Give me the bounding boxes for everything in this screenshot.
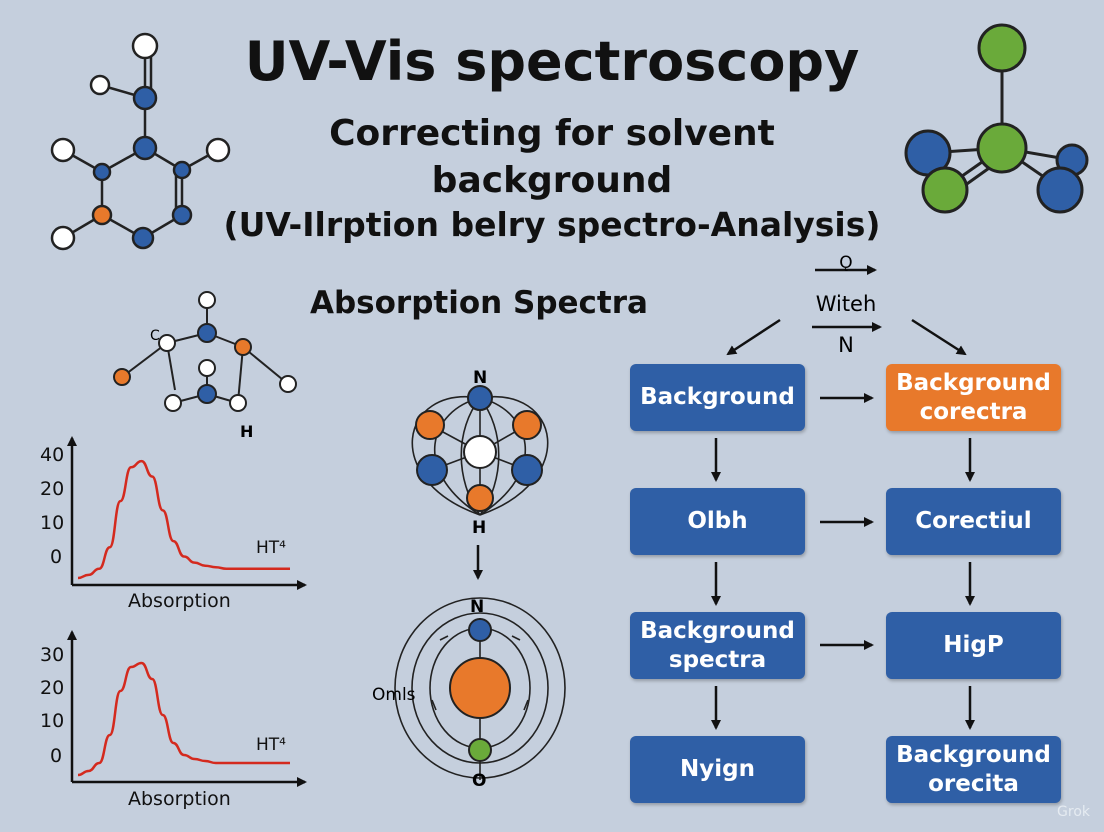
chart2-tick-0: 30 [40, 644, 65, 666]
label-h-atom: H [472, 518, 486, 538]
flow-box-nyign: Nyign [630, 736, 805, 803]
subtitle-line-1: Correcting for solvent [329, 113, 775, 154]
chart1-tick-2: 10 [40, 512, 65, 534]
flow-box-background-corectra: Background corectra [886, 364, 1061, 431]
chart2-tick-3: 0 [50, 745, 63, 767]
switch-symbol: Ǫ [839, 253, 852, 273]
flow-arrows [711, 265, 975, 730]
label-h: H [240, 422, 253, 441]
chart1-annotation: HT⁴ [256, 538, 286, 558]
subtitle-line-3: (UV-Ilrption belry spectro-Analysis) [223, 205, 881, 244]
molecule-top-left [50, 32, 231, 251]
flow-box-background-orecita: Background orecita [886, 736, 1061, 803]
switch-label: Witeh [816, 292, 877, 316]
label-n-top: N [473, 368, 487, 388]
subtitle-line-2: background [431, 160, 673, 201]
page-title: UV-Vis spectroscopy [244, 30, 860, 93]
absorption-chart-2 [67, 630, 307, 787]
orbital-atoms [415, 385, 543, 512]
chart1-tick-0: 40 [40, 444, 65, 466]
chart1-tick-1: 20 [40, 478, 65, 500]
chart1-series-line [77, 459, 290, 580]
flow-box-olbh: Olbh [630, 488, 805, 555]
label-omls: Omls [372, 685, 416, 705]
absorption-chart-1 [67, 436, 307, 590]
chart2-xlabel: Absorption [128, 788, 231, 810]
chart2-annotation: HT⁴ [256, 735, 286, 755]
molecule-small [113, 291, 297, 412]
molecule-top-right [904, 23, 1089, 214]
chart1-tick-3: 0 [50, 546, 63, 568]
chart2-tick-1: 20 [40, 677, 65, 699]
flow-box-corectiul: Corectiul [886, 488, 1061, 555]
label-c: C [150, 328, 160, 344]
switch-n: N [838, 333, 854, 357]
chart1-xlabel: Absorption [128, 590, 231, 612]
label-o-bottom: O [472, 771, 486, 791]
label-n-mid: N [470, 597, 484, 617]
flow-box-higp: HigP [886, 612, 1061, 679]
watermark: Grok [1057, 804, 1090, 820]
flow-box-background-spectra: Background spectra [630, 612, 805, 679]
orbital-bottom-atoms [449, 618, 511, 762]
flow-box-background: Background [630, 364, 805, 431]
chart2-series-line [77, 661, 290, 777]
section-title: Absorption Spectra [310, 285, 648, 321]
chart2-tick-2: 10 [40, 710, 65, 732]
